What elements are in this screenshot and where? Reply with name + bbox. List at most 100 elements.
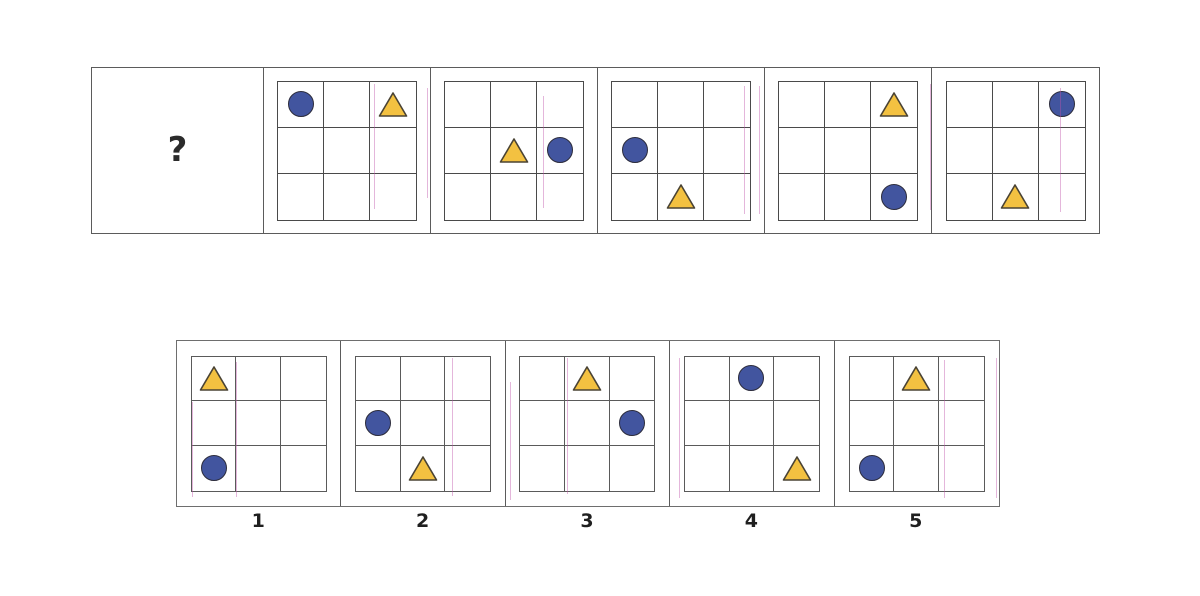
grid-cell-r3c3 [537, 174, 583, 220]
grid-cell-r2c3 [704, 128, 750, 174]
grid-cell-r1c2 [825, 81, 871, 128]
shape-grid [444, 80, 584, 221]
grid-cell-r3c2 [401, 445, 446, 491]
grid-cell-r1c3 [609, 357, 655, 402]
blue-circle-icon [287, 91, 314, 117]
grid-cell-r2c1 [520, 401, 566, 446]
blue-circle-icon [547, 137, 573, 163]
grid-cell-r1c2 [236, 356, 282, 402]
blue-circle-icon [619, 409, 646, 436]
grid-cell-r3c1 [356, 445, 401, 491]
grid-cell-r1c2 [992, 81, 1039, 128]
grid-cell-r2c2 [658, 127, 704, 174]
grid-cell-r1c3 [1038, 82, 1085, 128]
grid-cell-r1c3 [871, 82, 917, 128]
grid-cell-r2c3 [445, 401, 491, 446]
grid-cell-r3c1 [947, 173, 993, 220]
grid-cell-r1c1 [356, 356, 401, 402]
sequence-panel-4[interactable] [765, 68, 932, 233]
grid-cell-r2c3 [281, 401, 326, 446]
grid-cell-r2c3 [370, 128, 416, 174]
grid-cell-r1c2 [729, 356, 775, 402]
sequence-row: ? [91, 67, 1100, 234]
yellow-triangle-icon [378, 91, 408, 118]
grid-cell-r3c2 [491, 173, 537, 220]
grid-cell-r3c2 [730, 445, 775, 491]
yellow-triangle-icon [572, 365, 602, 392]
question-panel[interactable]: ? [92, 68, 264, 233]
question-mark-label: ? [167, 129, 188, 170]
sequence-panel-3[interactable] [598, 68, 765, 233]
grid-cell-r3c2 [324, 173, 370, 220]
grid-cell-r1c3 [370, 82, 416, 128]
option-3[interactable] [505, 341, 671, 506]
grid-cell-r2c1 [191, 401, 237, 446]
option-4[interactable] [670, 341, 835, 506]
grid-cell-r2c2 [825, 127, 871, 174]
grid-cell-r3c2 [825, 173, 871, 220]
yellow-triangle-icon [782, 455, 812, 482]
blue-circle-icon [364, 409, 391, 436]
grid-cell-r1c1 [684, 356, 730, 402]
options-row [176, 340, 1000, 507]
yellow-triangle-icon [1000, 183, 1030, 210]
grid-cell-r2c1 [445, 127, 491, 174]
sequence-panel-2[interactable] [431, 68, 598, 233]
option-number-2: 2 [415, 510, 430, 532]
yellow-triangle-icon [879, 91, 909, 118]
grid-cell-r1c2 [400, 356, 446, 402]
grid-cell-r2c2 [400, 401, 446, 446]
blue-circle-icon [621, 137, 648, 163]
grid-cell-r2c1 [278, 127, 324, 174]
option-2[interactable] [341, 341, 506, 506]
grid-cell-r2c1 [946, 127, 993, 174]
grid-cell-r2c3 [609, 401, 655, 446]
option-5[interactable] [834, 341, 999, 506]
grid-cell-r1c1 [946, 81, 993, 128]
grid-cell-r3c1 [850, 445, 895, 491]
grid-cell-r2c2 [236, 401, 282, 446]
grid-cell-r1c3 [939, 357, 984, 402]
grid-cell-r1c2 [894, 356, 940, 402]
grid-cell-r1c2 [658, 81, 704, 128]
grid-cell-r1c1 [612, 81, 658, 128]
grid-cell-r2c2 [729, 401, 775, 446]
grid-cell-r3c2 [993, 173, 1039, 220]
grid-cell-r2c3 [774, 401, 819, 446]
grid-cell-r1c1 [849, 356, 895, 402]
grid-cell-r1c3 [445, 357, 491, 402]
grid-cell-r1c1 [191, 356, 237, 402]
grid-cell-r1c1 [278, 81, 324, 128]
yellow-triangle-icon [499, 137, 529, 164]
option-number-5: 5 [909, 510, 923, 532]
grid-cell-r1c2 [491, 81, 537, 128]
grid-cell-r1c3 [281, 357, 326, 402]
option-1[interactable] [177, 341, 342, 506]
grid-cell-r3c2 [236, 445, 282, 491]
shape-grid [778, 80, 918, 221]
grid-cell-r3c3 [939, 446, 984, 491]
grid-cell-r3c1 [685, 445, 730, 491]
grid-cell-r3c3 [871, 174, 917, 220]
blue-circle-icon [200, 455, 227, 482]
yellow-triangle-icon [408, 455, 438, 482]
grid-cell-r3c2 [658, 173, 704, 220]
grid-cell-r3c3 [281, 446, 326, 491]
shape-grid [848, 355, 985, 492]
sequence-panel-1[interactable] [264, 68, 431, 233]
option-number-1: 1 [251, 510, 265, 532]
grid-cell-r1c1 [445, 81, 491, 128]
grid-cell-r2c1 [849, 401, 895, 446]
grid-cell-r3c1 [445, 173, 491, 220]
shape-grid [277, 80, 417, 221]
shape-grid [355, 355, 492, 492]
grid-cell-r3c3 [1039, 174, 1085, 220]
sequence-panel-5[interactable] [932, 68, 1099, 233]
grid-cell-r2c2 [894, 401, 940, 446]
grid-cell-r2c2 [992, 127, 1039, 174]
grid-cell-r3c1 [779, 173, 825, 220]
grid-cell-r2c2 [565, 401, 610, 446]
grid-cell-r1c3 [537, 82, 583, 128]
grid-cell-r1c3 [774, 357, 819, 402]
grid-cell-r2c2 [324, 127, 370, 174]
